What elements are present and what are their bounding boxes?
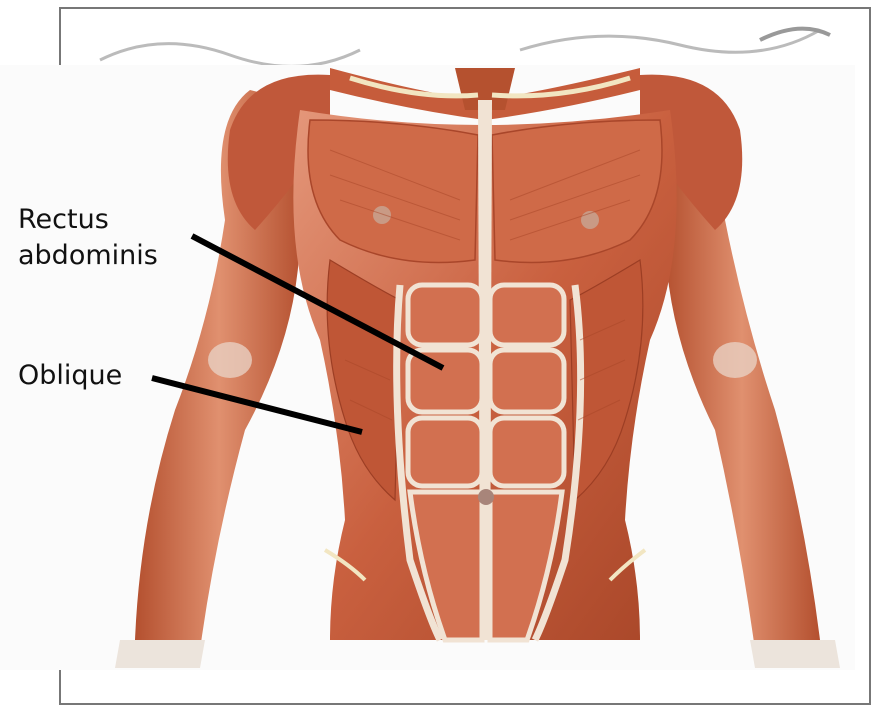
- rectus-abdominis-label-line2: abdominis: [18, 240, 158, 272]
- left-wrist: [115, 640, 205, 668]
- oblique-label: Oblique: [18, 360, 122, 392]
- rectus-abdominis-label-line1: Rectus: [18, 204, 109, 236]
- left-nipple: [373, 206, 391, 224]
- navel: [478, 489, 494, 505]
- right-wrist: [750, 640, 840, 668]
